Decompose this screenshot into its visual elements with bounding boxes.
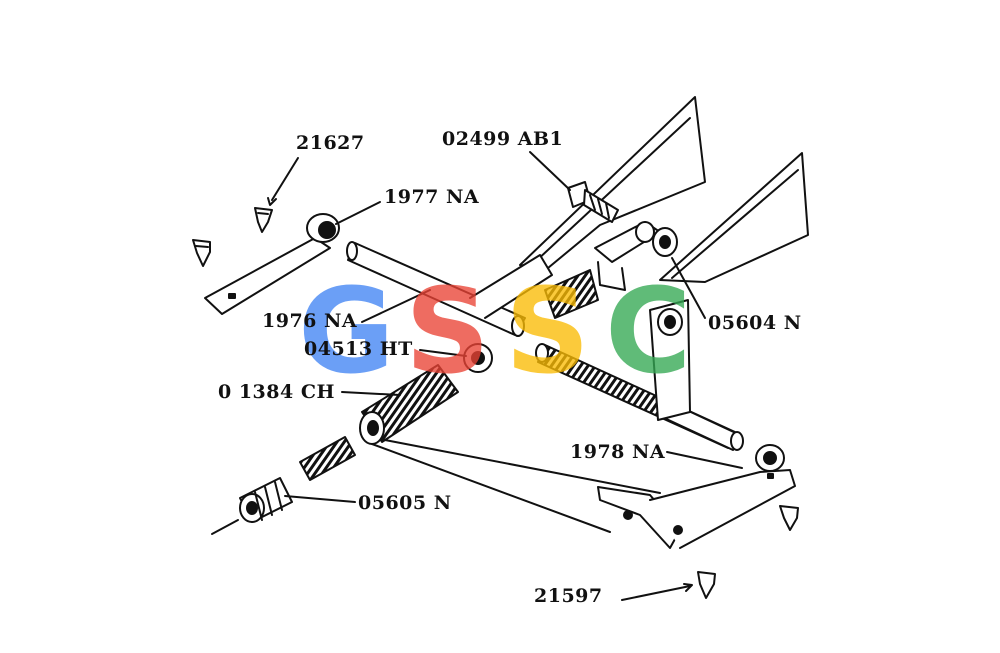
label-04513-ht: 04513 HT <box>304 338 413 360</box>
label-1977-na: 1977 NA <box>384 186 480 208</box>
label-02499-ab1: 02499 AB1 <box>442 128 564 150</box>
nut-04513-part <box>463 343 493 373</box>
leader-1976 <box>361 289 431 323</box>
arrow-21597 <box>683 583 693 592</box>
leader-left <box>211 519 239 535</box>
watermark-letter-s: S <box>405 262 490 400</box>
leader-21627 <box>271 157 299 201</box>
gsc-watermark: G S S C <box>298 262 692 400</box>
leader-04513 <box>419 349 467 357</box>
projection-line-2 <box>384 439 661 494</box>
projection-line-1 <box>371 443 611 533</box>
lower-arm-part <box>649 299 691 421</box>
left-link-bar-part <box>204 213 340 315</box>
shaft-gear-part <box>544 269 599 319</box>
label-21597: 21597 <box>534 585 603 607</box>
bottom-bracket-part <box>597 444 796 549</box>
screw-right-part <box>779 505 799 531</box>
label-1976-na: 1976 NA <box>262 310 358 332</box>
leader-05605 <box>284 495 356 503</box>
screw-left-part <box>192 239 211 267</box>
watermark-letter-c: C <box>605 262 692 400</box>
label-21627: 21627 <box>296 132 365 154</box>
leader-05604 <box>671 257 706 319</box>
leader-1977 <box>335 201 381 225</box>
label-05605-n: 05605 N <box>358 492 452 514</box>
bolt-02499-part <box>567 181 619 223</box>
upper-shaft-part <box>346 241 553 337</box>
spring-01384-part <box>359 364 459 445</box>
leader-02499 <box>529 151 571 191</box>
screw-05605-part <box>239 477 293 523</box>
watermark-letter-g: G <box>298 262 395 400</box>
arrow-21627 <box>267 197 277 206</box>
small-spring-part <box>299 436 356 481</box>
label-1978-na: 1978 NA <box>570 441 666 463</box>
label-05604-n: 05604 N <box>708 312 802 334</box>
leader-01384 <box>341 391 401 396</box>
lower-blade-part <box>659 152 809 283</box>
screw-21597-part <box>697 571 716 599</box>
leader-1978 <box>666 451 743 469</box>
yoke-bracket-part <box>594 221 678 291</box>
watermark-letter-s2: S <box>505 262 590 400</box>
screw-21627-part <box>254 207 273 233</box>
label-01384-ch: 0 1384 CH <box>218 381 335 403</box>
leader-21597 <box>621 585 691 601</box>
